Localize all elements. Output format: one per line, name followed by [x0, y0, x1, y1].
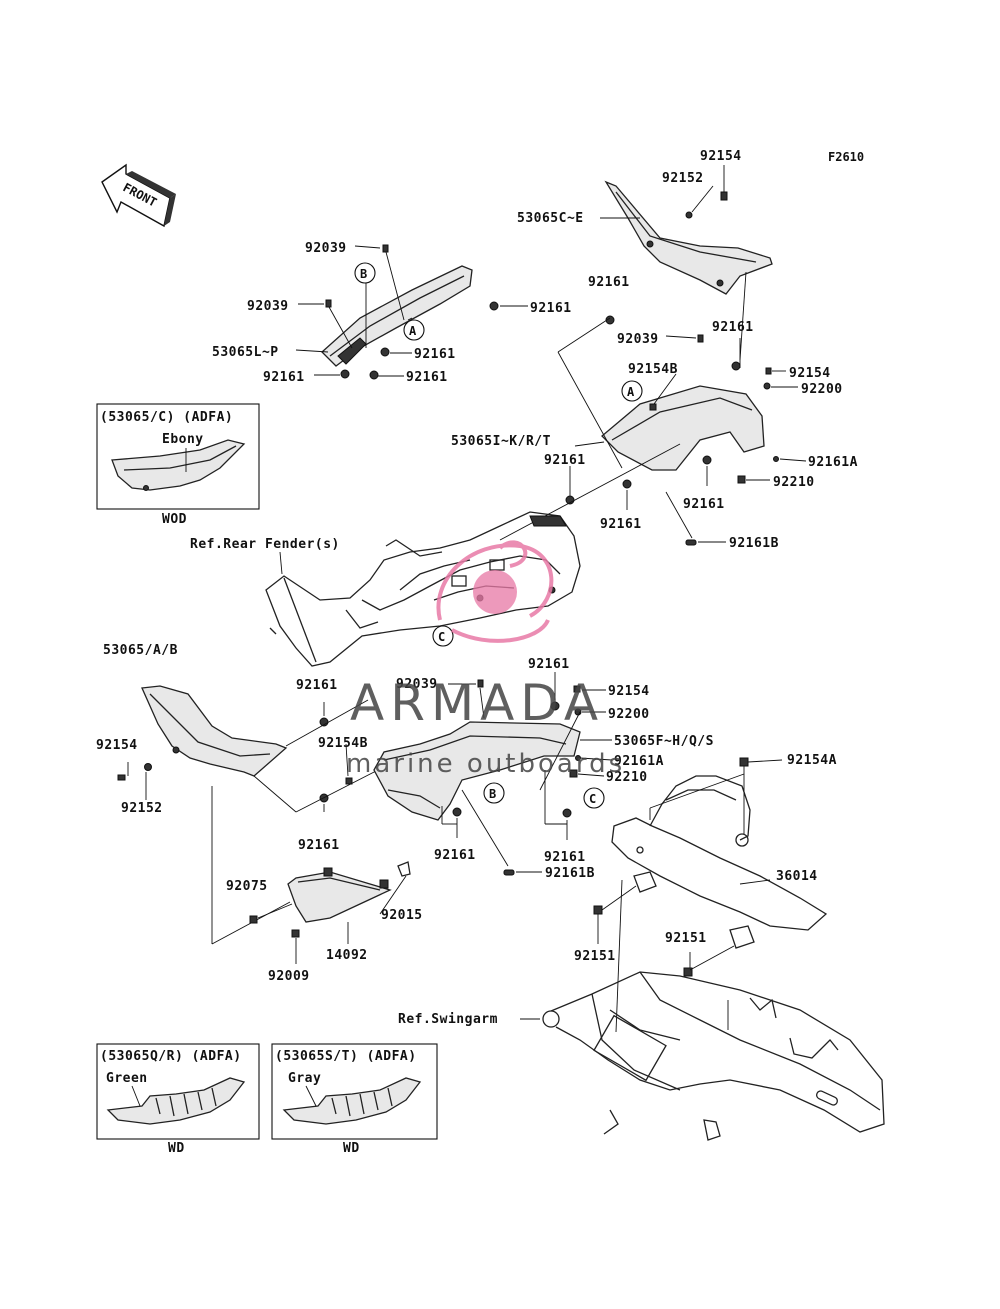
inset-ebony: (53065/C) (ADFA) Ebony WOD [96, 403, 260, 527]
label-92161-l: 92161 [298, 838, 340, 853]
rear-fender [265, 511, 581, 667]
ref-circle-c-top: C [432, 625, 454, 647]
label-92075: 92075 [226, 879, 268, 894]
ref-circle-b-top: B [354, 262, 376, 284]
label-92152-l: 92152 [121, 801, 163, 816]
label-92151-b: 92151 [665, 931, 707, 946]
label-92161-i: 92161 [600, 517, 642, 532]
label-92039-d: 92039 [396, 677, 438, 692]
label-92161-d: 92161 [406, 370, 448, 385]
label-92152-top: 92152 [662, 171, 704, 186]
inset-gray-code: WD [343, 1141, 360, 1156]
svg-text:B: B [489, 787, 496, 801]
label-92154-top: 92154 [700, 149, 742, 164]
label-53065f-h: 53065F~H/Q/S [614, 734, 714, 749]
svg-text:B: B [360, 267, 367, 281]
label-ref-rear-fender: Ref.Rear Fender(s) [190, 537, 340, 552]
label-92154b-a: 92154B [628, 362, 678, 377]
ref-circle-a-mid: A [621, 380, 643, 402]
label-92161-k: 92161 [528, 657, 570, 672]
ref-circle-b-low: B [483, 782, 505, 804]
label-92161-b: 92161 [414, 347, 456, 362]
inset-green: (53065Q/R) (ADFA) Green WD [96, 1043, 260, 1156]
figure-code: F2610 [828, 150, 864, 164]
watermark-brand: ARMADA [350, 674, 604, 732]
label-53065-ab: 53065/A/B [103, 643, 178, 658]
cover-53065c-e [600, 165, 773, 295]
label-92039-a: 92039 [305, 241, 347, 256]
label-53065l-p: 53065L~P [212, 345, 279, 360]
label-92039-b: 92039 [247, 299, 289, 314]
washer-92152 [685, 211, 693, 219]
label-92154b-b: 92154B [318, 736, 368, 751]
label-92015: 92015 [381, 908, 423, 923]
inset-gray: (53065S/T) (ADFA) Gray WD [271, 1043, 438, 1156]
label-92161a-r: 92161A [808, 455, 858, 470]
guard-14092 [249, 861, 411, 964]
label-92161-f: 92161 [712, 320, 754, 335]
inset-green-code: WD [168, 1141, 185, 1156]
inset-gray-header: (53065S/T) (ADFA) [275, 1049, 417, 1064]
label-53065i-k: 53065I~K/R/T [451, 434, 551, 449]
ref-circle-a-top: A [403, 319, 425, 341]
ref-circle-c-low: C [583, 787, 605, 809]
cover-53065f-h [373, 672, 613, 876]
label-14092: 14092 [326, 948, 368, 963]
armada-logo-icon [436, 540, 554, 643]
label-92210-m: 92210 [606, 770, 648, 785]
label-92161b-m: 92161B [545, 866, 595, 881]
label-ref-swingarm: Ref.Swingarm [398, 1012, 498, 1027]
label-92009: 92009 [268, 969, 310, 984]
svg-text:A: A [409, 324, 417, 338]
cowl-53065l-p [295, 244, 528, 380]
armada-watermark: ARMADA marine outboards [346, 540, 625, 779]
svg-text:A: A [627, 385, 635, 399]
label-92161-g: 92161 [544, 453, 586, 468]
label-36014: 36014 [776, 869, 818, 884]
label-53065c-e: 53065C~E [517, 211, 584, 226]
label-92161-a: 92161 [530, 301, 572, 316]
inset-gray-color: Gray [288, 1071, 321, 1086]
label-92161a-m: 92161A [614, 754, 664, 769]
inset-green-header: (53065Q/R) (ADFA) [100, 1049, 242, 1064]
label-92210-r: 92210 [773, 475, 815, 490]
label-92151-a: 92151 [574, 949, 616, 964]
label-92200-r: 92200 [801, 382, 843, 397]
front-arrow-icon: FRONT [101, 163, 176, 228]
label-92154-r: 92154 [789, 366, 831, 381]
chain-guard-36014 [593, 757, 828, 1033]
label-92161-e: 92161 [588, 275, 630, 290]
inset-ebony-code: WOD [162, 512, 187, 527]
label-92161b-r: 92161B [729, 536, 779, 551]
label-92154-m: 92154 [608, 684, 650, 699]
label-92200-m: 92200 [608, 707, 650, 722]
label-92039-c: 92039 [617, 332, 659, 347]
label-92161-h: 92161 [683, 497, 725, 512]
svg-text:C: C [438, 630, 445, 644]
cover-53065i-k [499, 271, 807, 546]
label-92161-j: 92161 [296, 678, 338, 693]
side-cover-53065-ab [117, 685, 379, 945]
watermark-tagline: marine outboards [346, 749, 625, 779]
label-92154a: 92154A [787, 753, 837, 768]
label-92161-m: 92161 [434, 848, 476, 863]
label-92154-l: 92154 [96, 738, 138, 753]
label-92161-n: 92161 [544, 850, 586, 865]
inset-ebony-color: Ebony [162, 432, 204, 447]
inset-ebony-header: (53065/C) (ADFA) [100, 410, 233, 425]
svg-text:C: C [589, 792, 596, 806]
swingarm [542, 971, 885, 1141]
label-92161-c: 92161 [263, 370, 305, 385]
inset-green-color: Green [106, 1071, 148, 1086]
